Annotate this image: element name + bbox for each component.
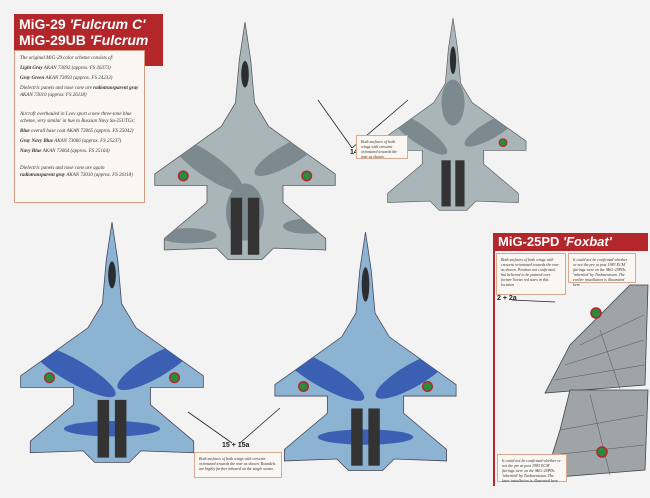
color-name: radiotransparent gray	[20, 173, 66, 178]
mig25-note-right-top: It could not be confirmed whether or not…	[568, 253, 636, 287]
color-name: Blue	[20, 129, 30, 134]
scheme-intro: The original MiG-29 color scheme consist…	[20, 56, 114, 61]
mig25-note-right-bottom: It could not be confirmed whether or not…	[497, 454, 567, 483]
text: AKAN 73010 (approx. FS 26118)	[20, 93, 87, 98]
title-nickname: 'Foxbat'	[563, 234, 612, 249]
roundel-icon	[168, 372, 181, 384]
color-name: Gray Navy Blue	[20, 139, 54, 144]
title-nickname: 'Fulcrum C'	[69, 16, 146, 32]
color-gray-green: Gray Green AKAN 73093 (approx. FS 24233)	[20, 75, 139, 82]
roundel-icon	[301, 170, 313, 182]
overhaul-note: Aircraft overhauled in Lvov sport a new …	[20, 112, 136, 124]
roundel-icon	[590, 307, 602, 319]
text: Dielectric panels and nose cone are agai…	[20, 166, 105, 171]
color-name: Light Gray	[20, 66, 43, 71]
dielectric-note: Dielectric panels and nose cone are radi…	[20, 85, 139, 99]
color-light-gray: Light Gray AKAN 73092 (approx. FS 26373)	[20, 65, 139, 72]
color-desc: AKAN 73092 (approx. FS 26373)	[42, 66, 111, 71]
color-gray-navy-blue: Gray Navy Blue AKAN 73066 (approx. FS 25…	[20, 138, 139, 145]
title-text: MiG-29	[19, 16, 70, 32]
roundel-icon	[298, 381, 309, 393]
color-desc: overall base coat AKAN 73065 (approx. FS…	[29, 129, 134, 134]
decal-label-14: 14	[350, 149, 358, 156]
note-15: Both surfaces of both wings with crescen…	[194, 452, 282, 478]
color-desc: AKAN 73093 (approx. FS 24233)	[44, 76, 113, 81]
note-14: Both surfaces of both wings with crescen…	[356, 135, 408, 159]
color-name: radiotransparent gray	[93, 86, 139, 91]
roundel-icon	[422, 381, 433, 393]
color-navy-blue: Navy Blue AKAN 73064 (approx. FS 25164)	[20, 148, 139, 155]
color-name: Navy Blue	[20, 149, 42, 154]
title-text: MiG-29UB	[19, 32, 90, 48]
text: Dielectric panels and nose cone are	[20, 86, 94, 91]
mig25-title: MiG-25PD 'Foxbat'	[493, 233, 648, 251]
roundel-icon	[498, 138, 508, 148]
mig25-note-left: Both surfaces of both wings with crescen…	[496, 253, 566, 295]
text: AKAN 73010 (approx. FS 26118)	[65, 173, 133, 178]
mig25-wing-lower	[544, 389, 649, 479]
dielectric-note-2: Dielectric panels and nose cone are agai…	[20, 165, 139, 179]
decal-label-15: 15 + 15a	[222, 442, 250, 449]
color-scheme-box: The original MiG-29 color scheme consist…	[14, 50, 145, 203]
mig25-wing-upper	[544, 284, 649, 394]
mig29ub-blue-view	[274, 231, 457, 471]
title-text: MiG-25PD	[498, 234, 564, 249]
roundel-icon	[596, 446, 608, 458]
color-name: Gray Green	[20, 76, 45, 81]
color-desc: AKAN 73066 (approx. FS 25237)	[53, 139, 122, 144]
roundel-icon	[43, 372, 56, 384]
roundel-icon	[177, 170, 189, 182]
color-blue: Blue overall base coat AKAN 73065 (appro…	[20, 128, 139, 135]
mig29ub-gray-view	[379, 17, 527, 211]
mig29-gray-upper-view	[154, 21, 336, 260]
section-border	[493, 250, 495, 486]
mig29-blue-view	[20, 221, 204, 463]
color-desc: AKAN 73064 (approx. FS 25164)	[41, 149, 110, 154]
decal-label-2: 2 + 2a	[497, 295, 517, 302]
